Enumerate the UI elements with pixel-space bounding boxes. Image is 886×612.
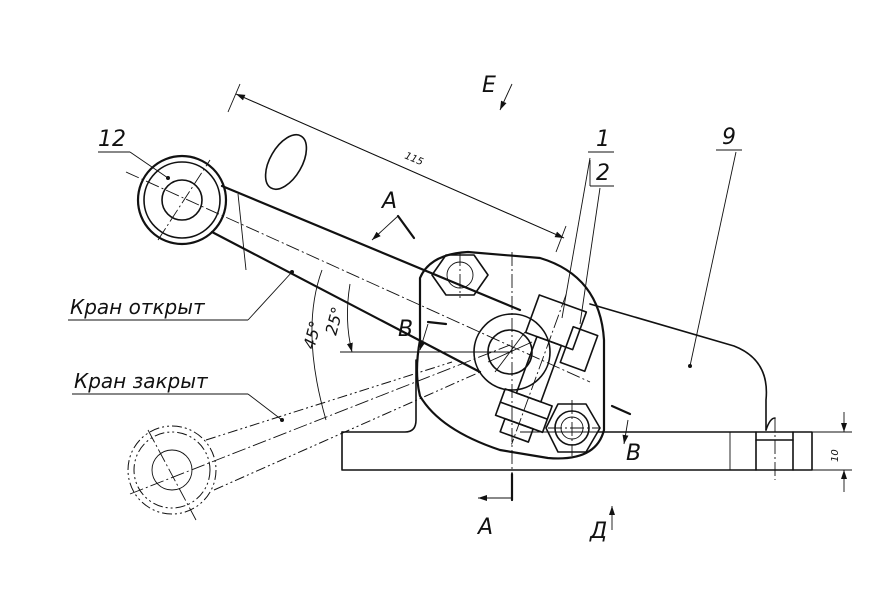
dim-10-label: 10 — [830, 449, 841, 462]
dim-10 — [812, 412, 852, 492]
section-B-left-label: В — [398, 317, 413, 342]
view-D-label: Д — [589, 519, 607, 544]
lever-open — [125, 154, 591, 383]
view-E-label: Е — [482, 73, 496, 98]
section-A-bottom-marker — [478, 472, 514, 502]
part-1-label: 1 — [596, 127, 610, 152]
small-hatch-block — [559, 325, 599, 373]
dim-115-label: 115 — [403, 151, 425, 169]
part-12-label: 12 — [98, 127, 126, 152]
dim-115 — [227, 83, 567, 253]
angle-25-label: 25° — [322, 305, 348, 337]
angle-45-dim — [311, 269, 327, 421]
part-2-label: 2 — [596, 161, 610, 186]
view-E-arrow — [499, 83, 513, 111]
upper-nut — [431, 252, 489, 298]
section-A-top-label: А — [380, 189, 397, 214]
tap-closed-label: Кран закрыт — [74, 369, 209, 393]
tap-open-label: Кран открыт — [70, 295, 206, 319]
section-A-top-marker — [371, 214, 416, 241]
section-B-right-label: В — [626, 441, 641, 466]
flange-section — [729, 418, 813, 480]
section-B-right-marker — [610, 404, 632, 445]
part-9-label: 9 — [722, 125, 736, 150]
angle-25-dim — [346, 283, 353, 353]
lever-closed — [127, 344, 511, 521]
lever-section — [264, 134, 308, 190]
angle-45-label: 45° — [300, 319, 326, 351]
section-B-left-marker — [419, 320, 448, 351]
lower-nut — [545, 400, 601, 456]
section-A-bottom-label: А — [476, 515, 493, 540]
leaders — [68, 149, 742, 422]
valve-body — [415, 250, 776, 460]
angled-bolt — [494, 293, 588, 445]
